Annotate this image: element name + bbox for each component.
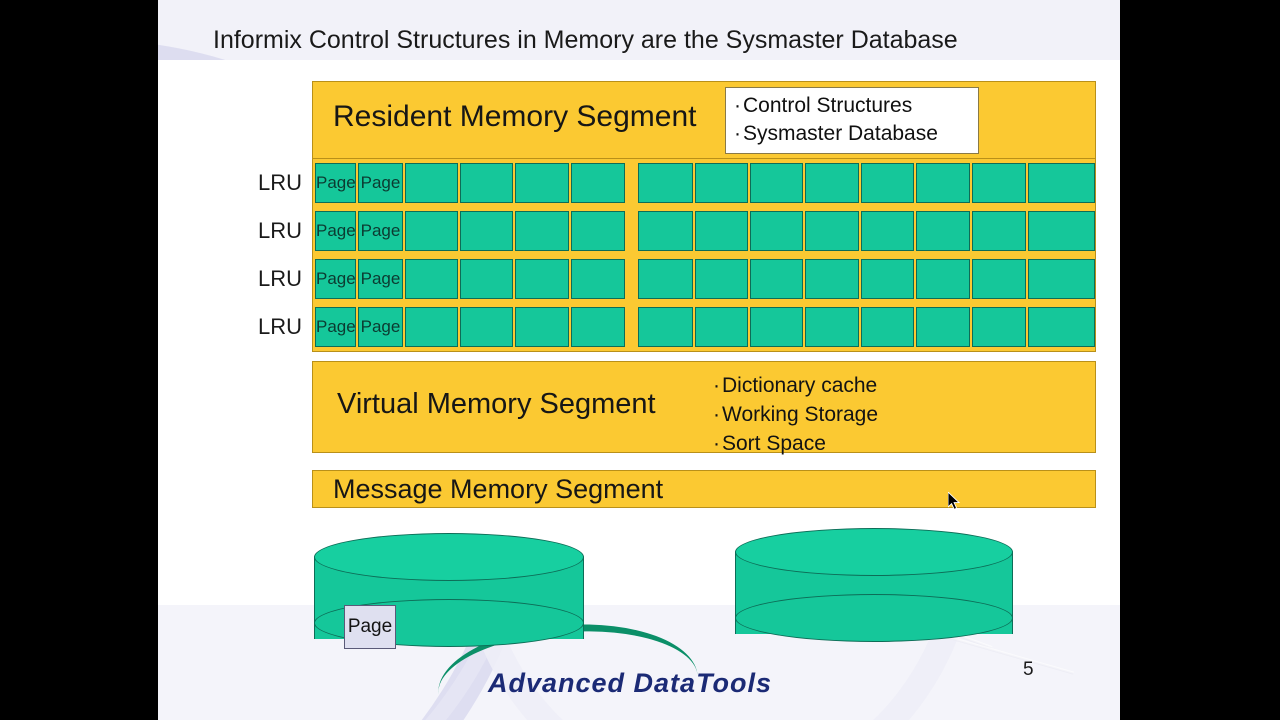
lru-cell-label: Page xyxy=(316,317,356,336)
disk-left-page-label: Page xyxy=(347,616,393,637)
lru-empty-cell xyxy=(916,163,970,203)
lru-empty-cell xyxy=(750,163,803,203)
lru-empty-cell xyxy=(460,211,513,251)
disk-left-page-chip: Page xyxy=(344,605,396,649)
message-memory-segment-band: Message Memory Segment xyxy=(312,470,1096,508)
disk-cylinder-right xyxy=(735,528,1013,658)
lru-page-cell: Page xyxy=(315,163,356,203)
lru-cell-label: Page xyxy=(360,173,401,192)
lru-empty-cell xyxy=(460,307,513,347)
virtual-bullet-2: Sort Space xyxy=(713,429,878,458)
lru-empty-cell xyxy=(571,259,625,299)
callout-bullet-0: Control Structures xyxy=(734,92,972,120)
lru-cell-label: Page xyxy=(360,269,401,288)
lru-row-label-0: LRU xyxy=(257,170,302,195)
lru-row-label-2: LRU xyxy=(257,266,302,291)
disk-cylinder-left: Page xyxy=(314,533,584,663)
lru-page-cell: Page xyxy=(358,211,403,251)
resident-memory-segment-label: Resident Memory Segment xyxy=(333,100,697,133)
lru-empty-cell xyxy=(861,163,914,203)
lru-empty-cell xyxy=(638,163,693,203)
lru-empty-cell xyxy=(638,307,693,347)
slide-page-number: 5 xyxy=(1023,659,1034,680)
lru-empty-cell xyxy=(805,163,859,203)
lru-row-label-3: LRU xyxy=(257,314,302,339)
lru-empty-cell xyxy=(1028,307,1095,347)
mouse-cursor xyxy=(948,492,961,511)
lru-empty-cell xyxy=(571,163,625,203)
lru-empty-cell xyxy=(515,163,569,203)
lru-page-cell: Page xyxy=(315,307,356,347)
lru-cell-label: Page xyxy=(316,173,356,192)
lru-empty-cell xyxy=(916,307,970,347)
presentation-slide: Informix Control Structures in Memory ar… xyxy=(158,0,1120,720)
resident-memory-callout-box: Control Structures Sysmaster Database xyxy=(725,87,979,154)
lru-row-label-1: LRU xyxy=(257,218,302,243)
lru-empty-cell xyxy=(750,259,803,299)
lru-empty-cell xyxy=(750,211,803,251)
lru-empty-cell xyxy=(861,259,914,299)
disk-left-top-ellipse xyxy=(314,533,584,581)
lru-empty-cell xyxy=(695,307,748,347)
lru-empty-cell xyxy=(972,211,1026,251)
lru-empty-cell xyxy=(405,163,458,203)
resident-memory-segment-band: Resident Memory Segment Control Structur… xyxy=(312,81,1096,159)
lru-empty-cell xyxy=(1028,259,1095,299)
lru-empty-cell xyxy=(405,259,458,299)
message-memory-segment-label: Message Memory Segment xyxy=(333,474,664,504)
lru-empty-cell xyxy=(695,259,748,299)
disk-right-top-ellipse xyxy=(735,528,1013,576)
lru-empty-cell xyxy=(571,211,625,251)
lru-empty-cell xyxy=(515,211,569,251)
lru-empty-cell xyxy=(916,259,970,299)
lru-empty-cell xyxy=(972,307,1026,347)
lru-empty-cell xyxy=(515,259,569,299)
lru-page-cell: Page xyxy=(358,307,403,347)
virtual-memory-bullet-list: Dictionary cache Working Storage Sort Sp… xyxy=(713,371,878,458)
lru-empty-cell xyxy=(972,163,1026,203)
lru-empty-cell xyxy=(638,211,693,251)
lru-empty-cell xyxy=(805,259,859,299)
lru-empty-cell xyxy=(1028,211,1095,251)
virtual-memory-segment-band: Virtual Memory Segment Dictionary cache … xyxy=(312,361,1096,455)
lru-empty-cell xyxy=(916,211,970,251)
lru-empty-cell xyxy=(571,307,625,347)
lru-empty-cell xyxy=(750,307,803,347)
lru-cell-label: Page xyxy=(316,221,356,240)
lru-empty-cell xyxy=(805,211,859,251)
lru-empty-cell xyxy=(805,307,859,347)
virtual-bullet-1: Working Storage xyxy=(713,400,878,429)
lru-empty-cell xyxy=(638,259,693,299)
lru-empty-cell xyxy=(460,163,513,203)
lru-empty-cell xyxy=(460,259,513,299)
disk-right-bottom-ellipse xyxy=(735,594,1013,642)
lru-cell-label: Page xyxy=(360,221,401,240)
lru-empty-cell xyxy=(515,307,569,347)
lru-empty-cell xyxy=(972,259,1026,299)
lru-page-cell: Page xyxy=(358,259,403,299)
lru-empty-cell xyxy=(405,211,458,251)
callout-bullet-1: Sysmaster Database xyxy=(734,120,972,148)
lru-empty-cell xyxy=(405,307,458,347)
virtual-bullet-0: Dictionary cache xyxy=(713,371,878,400)
lru-page-cell: Page xyxy=(315,211,356,251)
slide-title: Informix Control Structures in Memory ar… xyxy=(213,26,958,54)
lru-page-cell: Page xyxy=(358,163,403,203)
virtual-memory-segment-label: Virtual Memory Segment xyxy=(337,388,656,420)
brand-logo-text: Advanced DataTools xyxy=(488,668,773,698)
lru-empty-cell xyxy=(861,211,914,251)
lru-empty-cell xyxy=(695,163,748,203)
lru-empty-cell xyxy=(695,211,748,251)
lru-empty-cell xyxy=(861,307,914,347)
lru-page-cell: Page xyxy=(315,259,356,299)
lru-cell-label: Page xyxy=(316,269,356,288)
lru-empty-cell xyxy=(1028,163,1095,203)
lru-cell-label: Page xyxy=(360,317,401,336)
